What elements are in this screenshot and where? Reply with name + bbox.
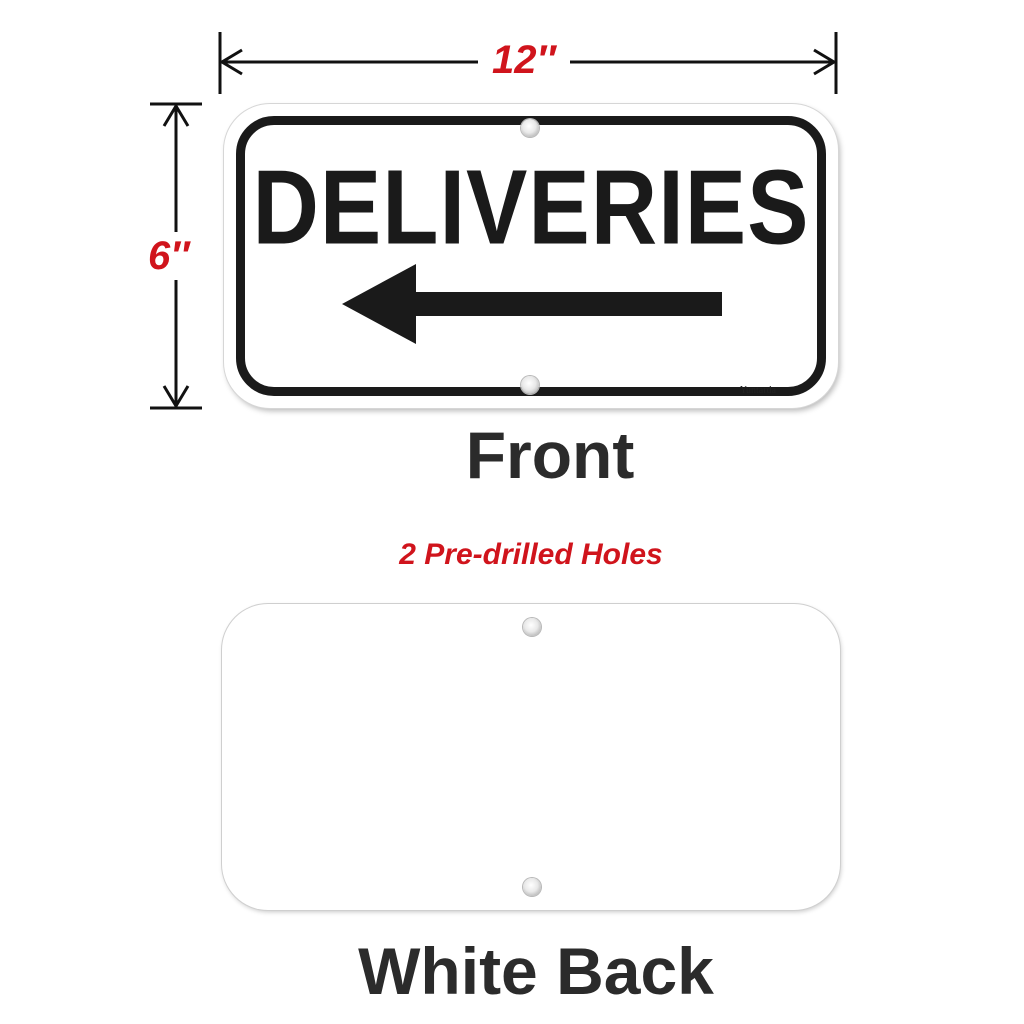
- back-sign: [222, 604, 840, 910]
- mounting-hole-top: [521, 119, 539, 137]
- mounting-hole-top: [523, 618, 541, 636]
- holes-caption: 2 Pre-drilled Holes: [399, 538, 663, 571]
- left-arrow-icon: [342, 264, 722, 344]
- brand-mark: Yuntarda: [739, 385, 776, 396]
- mounting-hole-bottom: [523, 878, 541, 896]
- front-caption: Front: [465, 418, 635, 492]
- front-sign: DELIVERIES Yuntarda: [224, 104, 838, 408]
- height-label: 6″: [148, 232, 190, 280]
- mounting-hole-bottom: [521, 376, 539, 394]
- width-label: 12″: [478, 40, 570, 80]
- sign-title: DELIVERIES: [252, 149, 810, 267]
- back-caption: White Back: [358, 934, 714, 1008]
